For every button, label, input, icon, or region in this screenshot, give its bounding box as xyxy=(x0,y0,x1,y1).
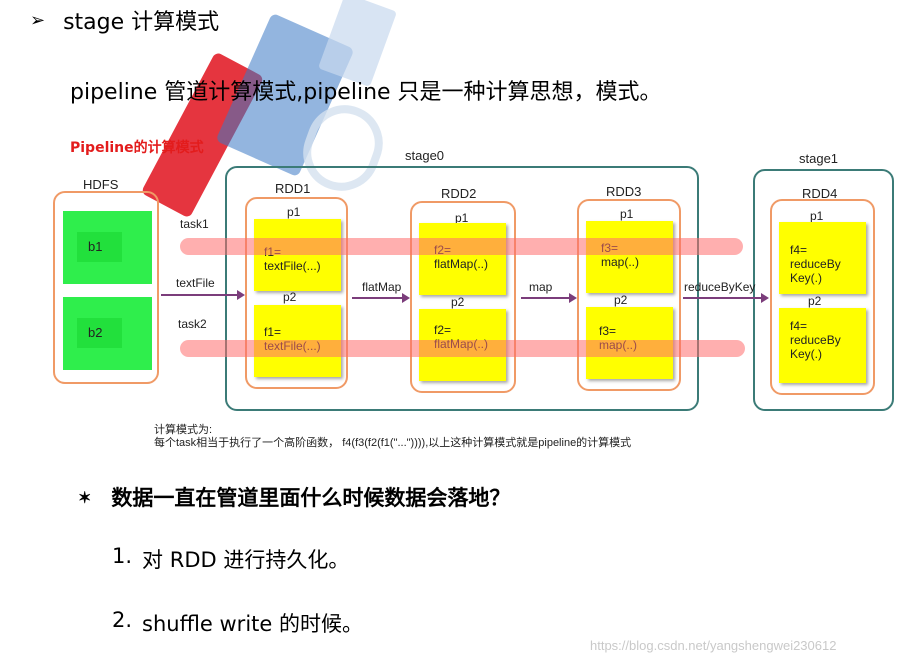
section-heading: ➢ stage 计算模式 xyxy=(30,4,219,36)
rdd2-partition-p1 xyxy=(419,223,506,295)
rdd2-box xyxy=(410,201,516,393)
rdd1-p1-label: p1 xyxy=(287,205,301,219)
task2-label: task2 xyxy=(178,317,207,331)
rdd4-partition-p1 xyxy=(779,222,866,294)
rdd4-p2-code: f4= reduceBy Key(.) xyxy=(790,319,841,361)
rdd2-label: RDD2 xyxy=(441,186,477,201)
figure-caption: 计算模式为: 每个task相当于执行了一个高阶函数， f4(f3(f2(f1("… xyxy=(154,424,631,450)
figure-title: Pipeline的计算模式 xyxy=(70,140,204,156)
answer-text: shuffle write 的时候。 xyxy=(142,612,363,636)
rdd1-label: RDD1 xyxy=(275,181,311,196)
rdd4-p1-code: f4= reduceBy Key(.) xyxy=(790,243,841,285)
rdd3-box xyxy=(577,199,681,391)
reducebykey-arrow xyxy=(683,293,769,303)
rdd2-p1-label: p1 xyxy=(455,211,469,225)
rdd2-p2-label: p2 xyxy=(451,295,465,309)
hdfs-box xyxy=(53,191,159,384)
rdd3-p1-label: p1 xyxy=(620,207,634,221)
rdd3-label: RDD3 xyxy=(606,184,642,199)
stage1-label: stage1 xyxy=(799,151,839,166)
hdfs-label: HDFS xyxy=(83,177,119,192)
answer-number: 1. xyxy=(112,544,133,568)
caption-line-1: 计算模式为: xyxy=(154,424,213,436)
stage0-box xyxy=(225,166,699,411)
intro-text: pipeline 管道计算模式,pipeline 只是一种计算思想，模式。 xyxy=(70,80,662,105)
hdfs-block-b1-label: b1 xyxy=(88,239,103,254)
question-text: 数据一直在管道里面什么时候数据会落地？ xyxy=(111,485,511,510)
hdfs-block-b2-label: b2 xyxy=(88,325,103,340)
rdd4-p1-label: p1 xyxy=(810,209,824,223)
task2-pipeline-band xyxy=(180,340,745,357)
stage1-box xyxy=(753,169,894,411)
map-edge-label: map xyxy=(529,280,553,294)
rdd1-p2-label: p2 xyxy=(283,290,297,304)
flatmap-arrow xyxy=(352,293,410,303)
hdfs-block-b2-inner xyxy=(77,318,122,348)
rdd1-partition-p1 xyxy=(254,219,341,291)
answer-item-1: 1. 对 RDD 进行持久化。 xyxy=(112,544,349,574)
task1-pipeline-band xyxy=(180,238,743,255)
rdd4-p2-label: p2 xyxy=(808,294,822,308)
answer-text: 对 RDD 进行持久化。 xyxy=(142,548,350,572)
caption-line-2: 每个task相当于执行了一个高阶函数， f4(f3(f2(f1("...")))… xyxy=(154,437,632,449)
answer-item-2: 2. shuffle write 的时候。 xyxy=(112,608,363,638)
question-line: ✶ 数据一直在管道里面什么时候数据会落地？ xyxy=(78,482,510,512)
flatmap-edge-label: flatMap xyxy=(362,280,402,294)
arrow-bullet-icon: ➢ xyxy=(30,9,46,31)
hdfs-block-b1-inner xyxy=(77,232,122,262)
rdd3-p2-label: p2 xyxy=(614,293,628,307)
rdd4-partition-p2 xyxy=(779,308,866,383)
textfile-edge-label: textFile xyxy=(176,276,215,290)
map-arrow xyxy=(521,293,577,303)
task1-label: task1 xyxy=(180,217,209,231)
star-bullet-icon: ✶ xyxy=(78,487,92,507)
section-heading-text: stage 计算模式 xyxy=(63,10,220,35)
watermark-url: https://blog.csdn.net/yangshengwei230612 xyxy=(590,638,837,653)
reducebykey-edge-label: reduceByKey xyxy=(684,280,756,294)
textfile-arrow xyxy=(161,290,245,300)
rdd4-label: RDD4 xyxy=(802,186,838,201)
rdd4-box xyxy=(770,199,875,395)
stage0-label: stage0 xyxy=(405,148,445,163)
rdd1-box xyxy=(245,197,348,389)
answer-number: 2. xyxy=(112,608,133,632)
rdd3-partition-p1 xyxy=(586,221,673,293)
